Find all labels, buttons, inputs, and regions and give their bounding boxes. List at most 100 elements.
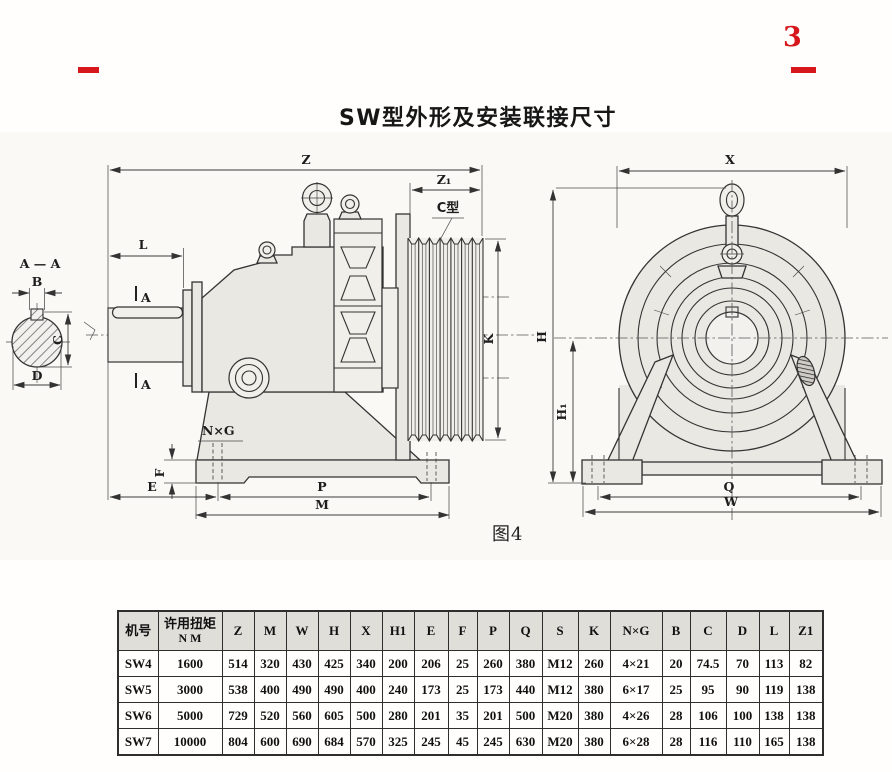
section-cut-marks: A A bbox=[135, 286, 151, 392]
stack-eyebolt bbox=[338, 194, 362, 220]
red-dash-right bbox=[791, 67, 816, 73]
model-cell: SW4 bbox=[117, 650, 159, 677]
value-cell: 560 bbox=[285, 702, 319, 729]
dim-label-f: F bbox=[152, 468, 167, 477]
dim-label-l: L bbox=[139, 237, 148, 252]
value-cell: 28 bbox=[661, 702, 691, 729]
value-cell: 490 bbox=[285, 676, 319, 703]
value-cell: 110 bbox=[725, 728, 760, 756]
value-cell: 245 bbox=[413, 728, 449, 756]
dim-label-c: C bbox=[50, 335, 65, 345]
value-cell: 729 bbox=[221, 702, 255, 729]
value-cell: 3000 bbox=[157, 676, 223, 703]
dim-label-z: Z bbox=[301, 152, 310, 167]
value-cell: 201 bbox=[413, 702, 449, 729]
value-cell: 10000 bbox=[157, 728, 223, 756]
value-cell: 440 bbox=[508, 676, 543, 703]
column-header: X bbox=[349, 610, 383, 651]
model-cell: SW7 bbox=[117, 728, 159, 756]
value-cell: 70 bbox=[725, 650, 760, 677]
v-belt-pulley bbox=[407, 236, 484, 443]
dim-label-h1: H₁ bbox=[554, 403, 569, 420]
value-cell: 200 bbox=[381, 650, 415, 677]
value-cell: M12 bbox=[541, 676, 579, 703]
column-header: H bbox=[317, 610, 351, 651]
column-header: P bbox=[476, 610, 510, 651]
value-cell: 5000 bbox=[157, 702, 223, 729]
value-cell: 106 bbox=[689, 702, 727, 729]
column-header: S bbox=[541, 610, 579, 651]
value-cell: 1600 bbox=[157, 650, 223, 677]
figure-caption: 图4 bbox=[492, 524, 524, 545]
shaft-keyway bbox=[111, 306, 184, 319]
dim-label-d: D bbox=[32, 368, 43, 383]
value-cell: 260 bbox=[577, 650, 611, 677]
value-cell: 570 bbox=[349, 728, 383, 756]
value-cell: 138 bbox=[788, 676, 824, 703]
value-cell: 425 bbox=[317, 650, 351, 677]
value-cell: 165 bbox=[758, 728, 790, 756]
lifting-eyebolt bbox=[301, 182, 333, 214]
value-cell: 90 bbox=[725, 676, 760, 703]
column-header: E bbox=[413, 610, 449, 651]
small-eyebolt bbox=[256, 241, 278, 264]
column-header: M bbox=[253, 610, 287, 651]
model-cell: SW6 bbox=[117, 702, 159, 729]
value-cell: 430 bbox=[285, 650, 319, 677]
side-view-drawing: A A N×G Z Z₁ C型 L K F bbox=[83, 152, 540, 519]
sight-glass bbox=[228, 357, 270, 399]
value-cell: 605 bbox=[317, 702, 351, 729]
column-header: B bbox=[661, 610, 691, 651]
base-plate bbox=[195, 459, 450, 484]
dim-label-p: P bbox=[317, 479, 327, 494]
column-header: 机号 bbox=[117, 610, 159, 651]
value-cell: 690 bbox=[285, 728, 319, 756]
value-cell: M12 bbox=[541, 650, 579, 677]
value-cell: 206 bbox=[413, 650, 449, 677]
column-header: F bbox=[447, 610, 478, 651]
value-cell: M20 bbox=[541, 728, 579, 756]
column-header: D bbox=[725, 610, 760, 651]
value-cell: 325 bbox=[381, 728, 415, 756]
section-mark-bottom: A bbox=[140, 377, 151, 392]
front-view-drawing: X H H₁ Q W bbox=[534, 152, 888, 522]
dim-label-e: E bbox=[147, 479, 157, 494]
value-cell: 173 bbox=[413, 676, 449, 703]
column-header: K bbox=[577, 610, 611, 651]
dim-label-q: Q bbox=[724, 479, 735, 494]
dim-label-m: M bbox=[315, 497, 329, 512]
dim-label-z1: Z₁ bbox=[437, 172, 452, 187]
value-cell: 600 bbox=[253, 728, 287, 756]
value-cell: 6×17 bbox=[609, 676, 663, 703]
value-cell: 260 bbox=[476, 650, 510, 677]
section-mark-top: A bbox=[140, 290, 151, 305]
value-cell: 500 bbox=[508, 702, 543, 729]
dim-label-w: W bbox=[723, 494, 739, 509]
value-cell: 4×26 bbox=[609, 702, 663, 729]
dim-label-x: X bbox=[725, 152, 735, 167]
dim-label-b: B bbox=[32, 274, 43, 289]
value-cell: 20 bbox=[661, 650, 691, 677]
value-cell: 119 bbox=[758, 676, 790, 703]
value-cell: 82 bbox=[788, 650, 824, 677]
output-flange bbox=[381, 287, 399, 389]
value-cell: 380 bbox=[577, 702, 611, 729]
value-cell: 520 bbox=[253, 702, 287, 729]
bolt-spec-label: N×G bbox=[202, 423, 235, 438]
column-header: L bbox=[758, 610, 790, 651]
page-title: SW型外形及安装联接尺寸 bbox=[338, 106, 618, 131]
column-header: Z1 bbox=[788, 610, 824, 651]
value-cell: 684 bbox=[317, 728, 351, 756]
value-cell: 201 bbox=[476, 702, 510, 729]
value-cell: 45 bbox=[447, 728, 478, 756]
value-cell: 25 bbox=[661, 676, 691, 703]
foot-right bbox=[821, 459, 883, 485]
value-cell: 804 bbox=[221, 728, 255, 756]
section-title: A — A bbox=[19, 256, 61, 271]
